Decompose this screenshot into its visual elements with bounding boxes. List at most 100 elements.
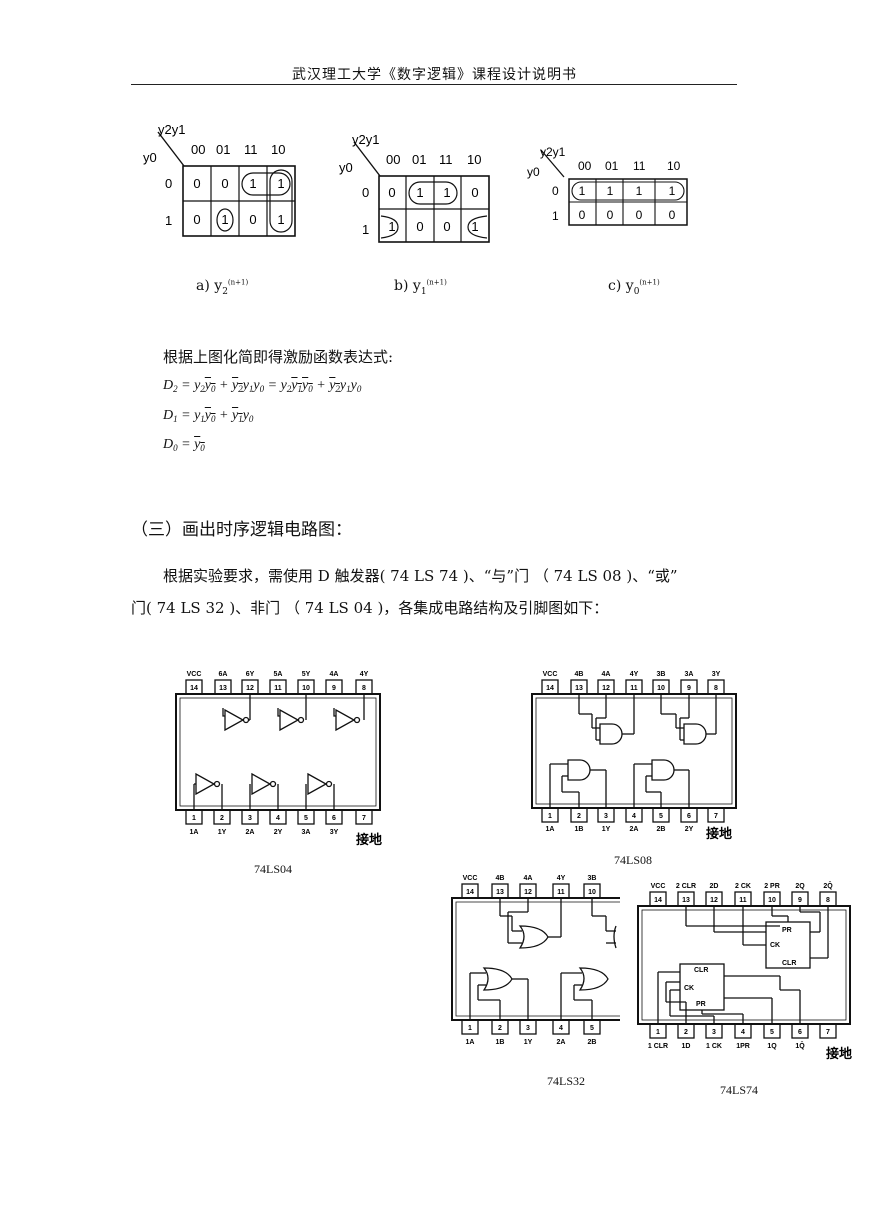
svg-text:2B: 2B	[588, 1039, 597, 1046]
svg-text:1: 1	[221, 212, 228, 227]
svg-text:5: 5	[304, 815, 308, 822]
svg-text:1: 1	[165, 213, 172, 228]
svg-text:3A: 3A	[302, 829, 311, 836]
svg-text:2: 2	[220, 815, 224, 822]
svg-text:1: 1	[388, 219, 395, 234]
svg-text:4: 4	[632, 813, 636, 820]
svg-text:14: 14	[190, 685, 198, 692]
kmap-y1: y2y1 y0 00 01 11 10 0 1 0 1 1 0 1 0 0 1	[339, 132, 490, 243]
svg-text:12: 12	[602, 685, 610, 692]
svg-text:6: 6	[332, 815, 336, 822]
svg-text:1: 1	[548, 813, 552, 820]
svg-text:y0: y0	[339, 160, 353, 175]
svg-text:0: 0	[636, 208, 643, 222]
ground-label: 接地	[356, 832, 382, 847]
svg-text:1D: 1D	[682, 1043, 691, 1050]
svg-text:1: 1	[416, 185, 423, 200]
kmap-y0: y2y1 y0 00 01 11 10 0 1 1 1 1 1 0 0 0 0	[527, 145, 688, 226]
svg-text:13: 13	[219, 685, 227, 692]
svg-text:VCC: VCC	[187, 671, 202, 678]
paragraph-line-2: 门( 74 LS 32 )、非门 （ 74 LS 04 )，各集成电路结构及引脚…	[131, 599, 609, 617]
svg-text:1: 1	[656, 1029, 660, 1036]
svg-text:8: 8	[714, 685, 718, 692]
bottom-pin-labels: 1A 1Y 2A 2Y 3A 3Y	[190, 829, 339, 836]
equation-d1: D1 = y1y0 + y1y0	[163, 408, 254, 424]
svg-text:3: 3	[604, 813, 608, 820]
kmap-col-headers: 00 01 11 10	[191, 142, 285, 157]
svg-text:2B: 2B	[657, 826, 666, 833]
svg-text:0: 0	[362, 185, 369, 200]
svg-text:1A: 1A	[466, 1039, 475, 1046]
svg-text:2Q: 2Q	[795, 883, 805, 890]
svg-text:5: 5	[659, 813, 663, 820]
svg-text:1: 1	[468, 1025, 472, 1032]
svg-text:0: 0	[607, 208, 614, 222]
svg-text:3: 3	[712, 1029, 716, 1036]
equation-d2: D2 = y2y0 + y2y1y0 = y2y1y0 + y2y1y0	[163, 378, 362, 394]
svg-text:2D: 2D	[710, 883, 719, 890]
svg-text:3B: 3B	[588, 875, 597, 882]
svg-text:7: 7	[714, 813, 718, 820]
svg-text:5A: 5A	[274, 671, 283, 678]
kmap-y2: y2y1 y0 00 01 11 10 0 1 0 0 1 1 0 1 0 1	[143, 122, 296, 237]
kmap-col-var: y2y1	[158, 122, 185, 137]
svg-text:0: 0	[193, 176, 200, 191]
svg-text:1B: 1B	[496, 1039, 505, 1046]
svg-text:1A: 1A	[546, 826, 555, 833]
header-rule	[131, 84, 737, 85]
svg-text:4B: 4B	[575, 671, 584, 678]
svg-text:1: 1	[636, 184, 643, 198]
svg-text:0: 0	[193, 212, 200, 227]
svg-text:CLR: CLR	[782, 960, 796, 967]
svg-text:CK: CK	[684, 985, 694, 992]
svg-text:3: 3	[248, 815, 252, 822]
intro-text: 根据上图化简即得激励函数表达式:	[163, 348, 394, 366]
svg-text:12: 12	[246, 685, 254, 692]
svg-text:12: 12	[710, 897, 718, 904]
svg-text:1: 1	[579, 184, 586, 198]
svg-text:CLR: CLR	[694, 967, 708, 974]
kmap-row-var: y0	[143, 150, 157, 165]
svg-text:13: 13	[496, 889, 504, 896]
svg-text:00: 00	[386, 152, 400, 167]
chip-74ls04-diagram: VCC 6A 6Y 5A 5Y 4A 4Y 14 13 12 11 10 9 8…	[175, 671, 382, 847]
svg-text:y2y1: y2y1	[540, 145, 566, 159]
svg-text:0: 0	[579, 208, 586, 222]
svg-text:4A: 4A	[524, 875, 533, 882]
svg-text:0: 0	[552, 184, 559, 198]
chip-74ls04-caption: 74LS04	[254, 862, 293, 876]
svg-text:y2y1: y2y1	[352, 132, 379, 147]
chip-74ls32-caption: 74LS32	[547, 1074, 586, 1088]
chip-74ls74-caption: 74LS74	[720, 1083, 759, 1097]
svg-text:PR: PR	[696, 1001, 706, 1008]
svg-text:0: 0	[388, 185, 395, 200]
chip-74ls32-diagram: VCC 4B 4A 4Y 3B 14 13 12 11 10 1 2 3 4 5	[451, 875, 620, 1046]
svg-text:9: 9	[687, 685, 691, 692]
svg-text:1: 1	[362, 222, 369, 237]
svg-text:01: 01	[412, 152, 426, 167]
svg-text:10: 10	[657, 685, 665, 692]
svg-text:5: 5	[770, 1029, 774, 1036]
top-pins: 14 13 12 11 10 9 8	[185, 679, 373, 695]
page-header: 武汉理工大学《数字逻辑》课程设计说明书	[292, 67, 577, 83]
svg-text:4Y: 4Y	[360, 671, 369, 678]
svg-text:7: 7	[362, 815, 366, 822]
top-pin-labels: VCC 6A 6Y 5A 5Y 4A 4Y	[187, 671, 369, 678]
kmap-caption-a: a) y2(n+1)	[196, 278, 249, 297]
svg-text:2Q̄: 2Q̄	[823, 881, 833, 890]
svg-text:1Y: 1Y	[602, 826, 611, 833]
svg-text:6A: 6A	[219, 671, 228, 678]
svg-text:9: 9	[332, 685, 336, 692]
svg-text:01: 01	[216, 142, 230, 157]
bottom-pins: 1 2 3 4 5 6 7	[185, 809, 373, 825]
svg-text:1Q: 1Q	[767, 1043, 777, 1050]
svg-text:1: 1	[192, 815, 196, 822]
svg-text:01: 01	[605, 159, 619, 173]
svg-text:10: 10	[768, 897, 776, 904]
svg-text:1: 1	[249, 176, 256, 191]
svg-text:11: 11	[630, 685, 638, 692]
svg-text:1Y: 1Y	[218, 829, 227, 836]
svg-text:7: 7	[826, 1029, 830, 1036]
svg-text:1: 1	[607, 184, 614, 198]
svg-text:3B: 3B	[657, 671, 666, 678]
